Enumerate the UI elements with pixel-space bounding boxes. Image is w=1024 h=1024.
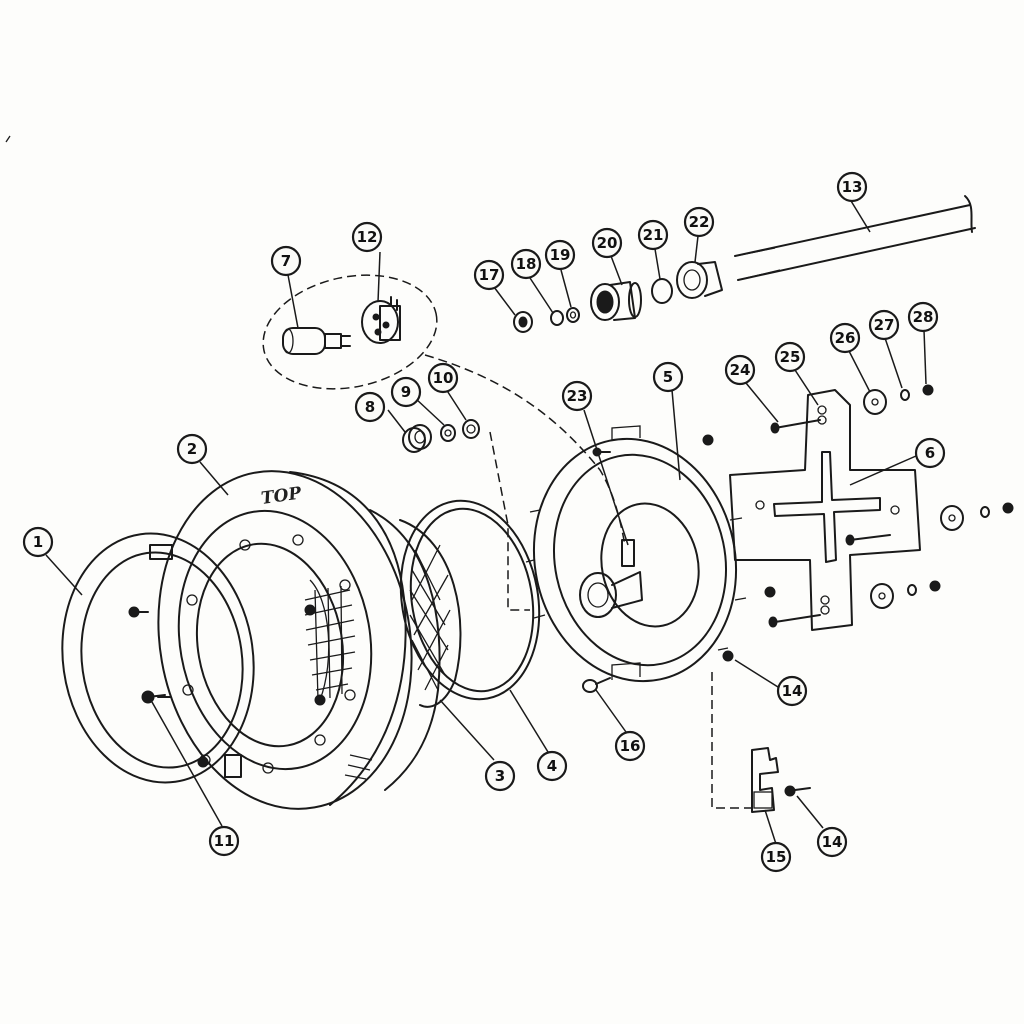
svg-text:7: 7 — [281, 252, 291, 270]
svg-text:25: 25 — [780, 348, 801, 366]
part-21-gasket — [651, 278, 673, 304]
svg-text:23: 23 — [567, 387, 588, 405]
top-marking: TOP — [260, 483, 304, 509]
part-2-lens-housing: TOP — [157, 470, 441, 810]
svg-text:11: 11 — [214, 832, 235, 850]
svg-text:12: 12 — [357, 228, 378, 246]
callout-26: 26 — [829, 322, 861, 354]
svg-text:3: 3 — [495, 767, 505, 785]
part-11-screws — [128, 606, 166, 704]
part-26-washers — [863, 389, 964, 609]
callout-6: 6 — [914, 437, 946, 469]
part-28-nuts — [702, 384, 1014, 598]
callout-14a: 14 — [776, 675, 808, 707]
svg-text:17: 17 — [479, 266, 500, 284]
svg-text:4: 4 — [547, 757, 557, 775]
callout-7: 7 — [270, 245, 302, 277]
callout-23: 23 — [561, 380, 593, 412]
svg-text:6: 6 — [925, 444, 935, 462]
part-19-o-ring — [566, 307, 580, 323]
part-4-gasket — [399, 499, 541, 701]
svg-text:20: 20 — [597, 234, 618, 252]
part-13-power-cord — [734, 195, 976, 281]
ground-clip-leader — [711, 672, 752, 809]
part-20-compression-fitting — [590, 281, 642, 321]
svg-text:21: 21 — [643, 226, 664, 244]
svg-text:13: 13 — [842, 178, 863, 196]
callout-24: 24 — [724, 354, 756, 386]
part-18-o-ring — [550, 310, 564, 326]
svg-text:27: 27 — [874, 316, 895, 334]
callout-4: 4 — [536, 750, 568, 782]
callout-2: 2 — [176, 433, 208, 465]
part-8-cord-nut — [402, 424, 432, 453]
part-3-reflector — [399, 519, 462, 708]
callout-16: 16 — [614, 730, 646, 762]
callout-10: 10 — [427, 362, 459, 394]
svg-text:15: 15 — [766, 848, 787, 866]
part-7-bulb — [282, 327, 351, 355]
part-16-screw — [582, 677, 611, 693]
callout-13: 13 — [836, 171, 868, 203]
callout-3: 3 — [484, 760, 516, 792]
callout-14b: 14 — [816, 826, 848, 858]
svg-text:28: 28 — [913, 308, 934, 326]
svg-text:26: 26 — [835, 329, 856, 347]
callouts: 1 2 3 4 5 6 7 8 9 10 11 12 13 14 14 15 1… — [22, 171, 946, 873]
callout-15: 15 — [760, 841, 792, 873]
callout-27: 27 — [868, 309, 900, 341]
svg-text:1: 1 — [33, 533, 43, 551]
part-9-washer — [440, 424, 456, 442]
svg-text:8: 8 — [365, 398, 375, 416]
bulb-group-outline — [262, 274, 438, 390]
part-27-lock-washers — [900, 389, 990, 596]
part-23-screw — [592, 447, 611, 457]
callout-20: 20 — [591, 227, 623, 259]
part-6-mounting-bracket — [729, 389, 921, 631]
svg-text:22: 22 — [689, 213, 710, 231]
housing-tabs — [182, 534, 356, 774]
stray-mark — [5, 135, 11, 143]
callout-9: 9 — [390, 376, 422, 408]
svg-text:18: 18 — [516, 255, 537, 273]
cord-seal-leader — [489, 431, 530, 611]
callout-25: 25 — [774, 341, 806, 373]
part-1-trim-ring — [61, 532, 255, 784]
part-12-socket — [361, 296, 401, 344]
svg-text:24: 24 — [730, 361, 751, 379]
bulb-socket — [579, 539, 643, 618]
callout-1: 1 — [22, 526, 54, 558]
part-24-long-screws — [768, 419, 891, 628]
callout-17: 17 — [473, 259, 505, 291]
part-15-ground-clip — [751, 747, 779, 813]
callout-28: 28 — [907, 301, 939, 333]
callout-19: 19 — [544, 239, 576, 271]
svg-text:5: 5 — [663, 368, 673, 386]
svg-text:9: 9 — [401, 383, 411, 401]
callout-21: 21 — [637, 219, 669, 251]
part-14-nuts — [722, 650, 811, 797]
callout-18: 18 — [510, 248, 542, 280]
svg-text:16: 16 — [620, 737, 641, 755]
part-5-mounting-plate — [525, 425, 747, 683]
lens-grille — [304, 585, 356, 701]
callout-22: 22 — [683, 206, 715, 238]
part-10-washer — [462, 419, 480, 439]
callout-5: 5 — [652, 361, 684, 393]
svg-text:14: 14 — [822, 833, 843, 851]
part-22-nut — [676, 261, 723, 299]
callout-11: 11 — [208, 825, 240, 857]
svg-text:19: 19 — [550, 246, 571, 264]
callout-12: 12 — [351, 221, 383, 253]
svg-text:10: 10 — [433, 369, 454, 387]
part-17-bushing — [513, 311, 533, 333]
svg-text:2: 2 — [187, 440, 197, 458]
svg-text:14: 14 — [782, 682, 803, 700]
callout-8: 8 — [354, 391, 386, 423]
callout-leaders — [45, 195, 927, 845]
bulb-group-leader — [424, 354, 626, 546]
